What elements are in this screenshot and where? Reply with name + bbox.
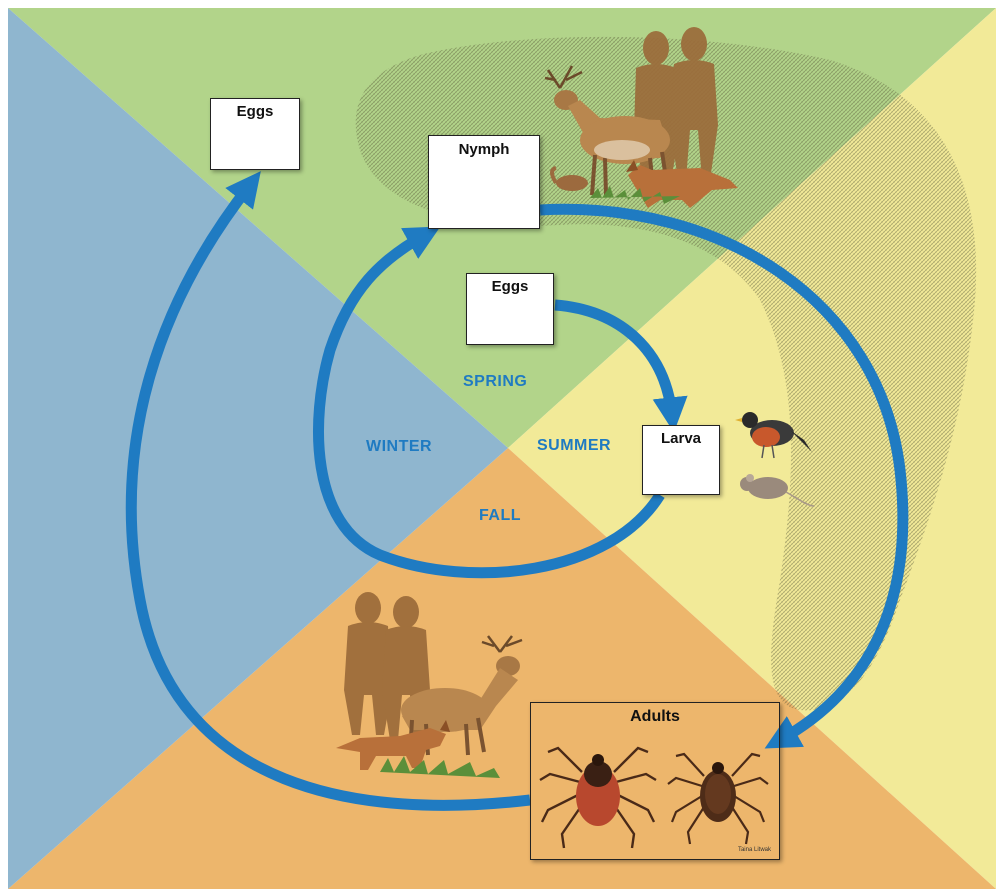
season-label-winter: WINTER [366,438,433,455]
grass-top [590,186,680,204]
eggs-label-middle: Eggs [491,278,529,295]
nymph-label: Nymph [458,141,510,158]
fox-icon-bottom [336,720,450,770]
deer-icon [544,65,670,196]
fox-icon [626,160,738,208]
larva-box: Larva [642,425,720,495]
winter-quadrant [8,8,508,889]
arrow-larva-to-nymph [313,226,665,579]
mouse-icon [740,474,815,507]
illustrator-credit: Taina Litwak [737,847,771,853]
arrow-eggs-to-larva [554,299,688,433]
adult-male-tick-icon [667,752,769,845]
eggs-label-top: Eggs [236,103,274,120]
eggs-box-top: Eggs [210,98,300,170]
eggs-box-middle: Eggs [466,273,554,345]
larva-label: Larva [660,430,702,447]
chipmunk-icon [550,166,588,191]
adults-label: Adults [630,708,680,725]
adults-box: Adults Taina Litwak [530,702,780,860]
adult-female-tick-icon [539,746,657,849]
season-label-summer: SUMMER [537,437,612,454]
robin-icon [735,412,812,459]
season-label-spring: SPRING [463,373,528,390]
nymph-box: Nymph [428,135,540,229]
season-label-fall: FALL [479,507,521,524]
arrow-adults-to-eggs [125,171,531,811]
grass-bottom [380,756,500,778]
arrow-nymph-to-adults [539,203,909,749]
